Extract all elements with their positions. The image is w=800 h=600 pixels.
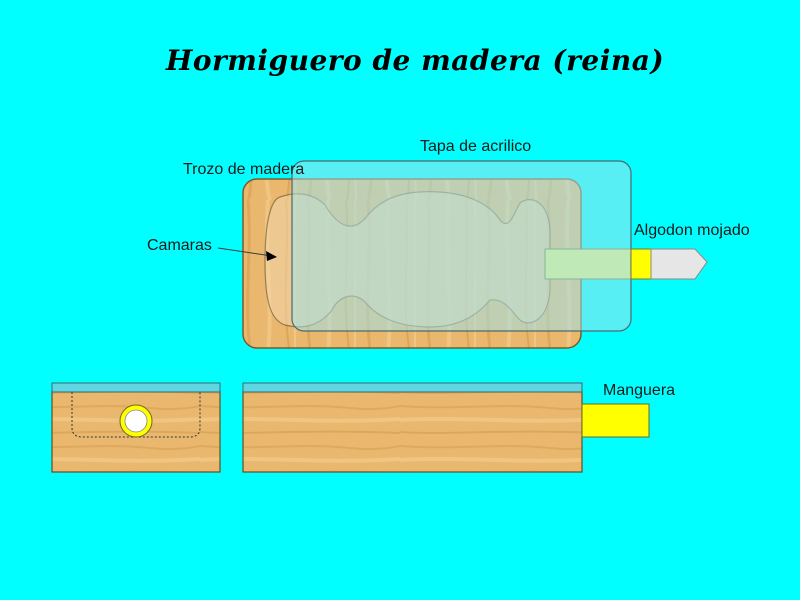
label-tapa: Tapa de acrilico bbox=[420, 138, 532, 155]
side-view-right-cover bbox=[242, 382, 583, 393]
label-algodon: Algodon mojado bbox=[634, 222, 750, 239]
diagram-title: Hormiguero de madera (reina) bbox=[165, 44, 665, 77]
side-view-right-block bbox=[242, 390, 583, 473]
side-view-left-cover bbox=[51, 382, 221, 393]
label-camaras: Camaras bbox=[147, 237, 212, 254]
camaras-pointer-line bbox=[217, 247, 273, 257]
hose-side-view bbox=[581, 403, 650, 438]
acrylic-cover bbox=[291, 160, 632, 332]
label-trozo: Trozo de madera bbox=[183, 161, 305, 178]
hose-inner bbox=[124, 409, 148, 433]
camaras-pointer-arrow bbox=[266, 251, 277, 261]
label-manguera: Manguera bbox=[603, 382, 676, 399]
cotton-plug bbox=[650, 248, 708, 280]
hose-yellow-end bbox=[630, 248, 652, 280]
